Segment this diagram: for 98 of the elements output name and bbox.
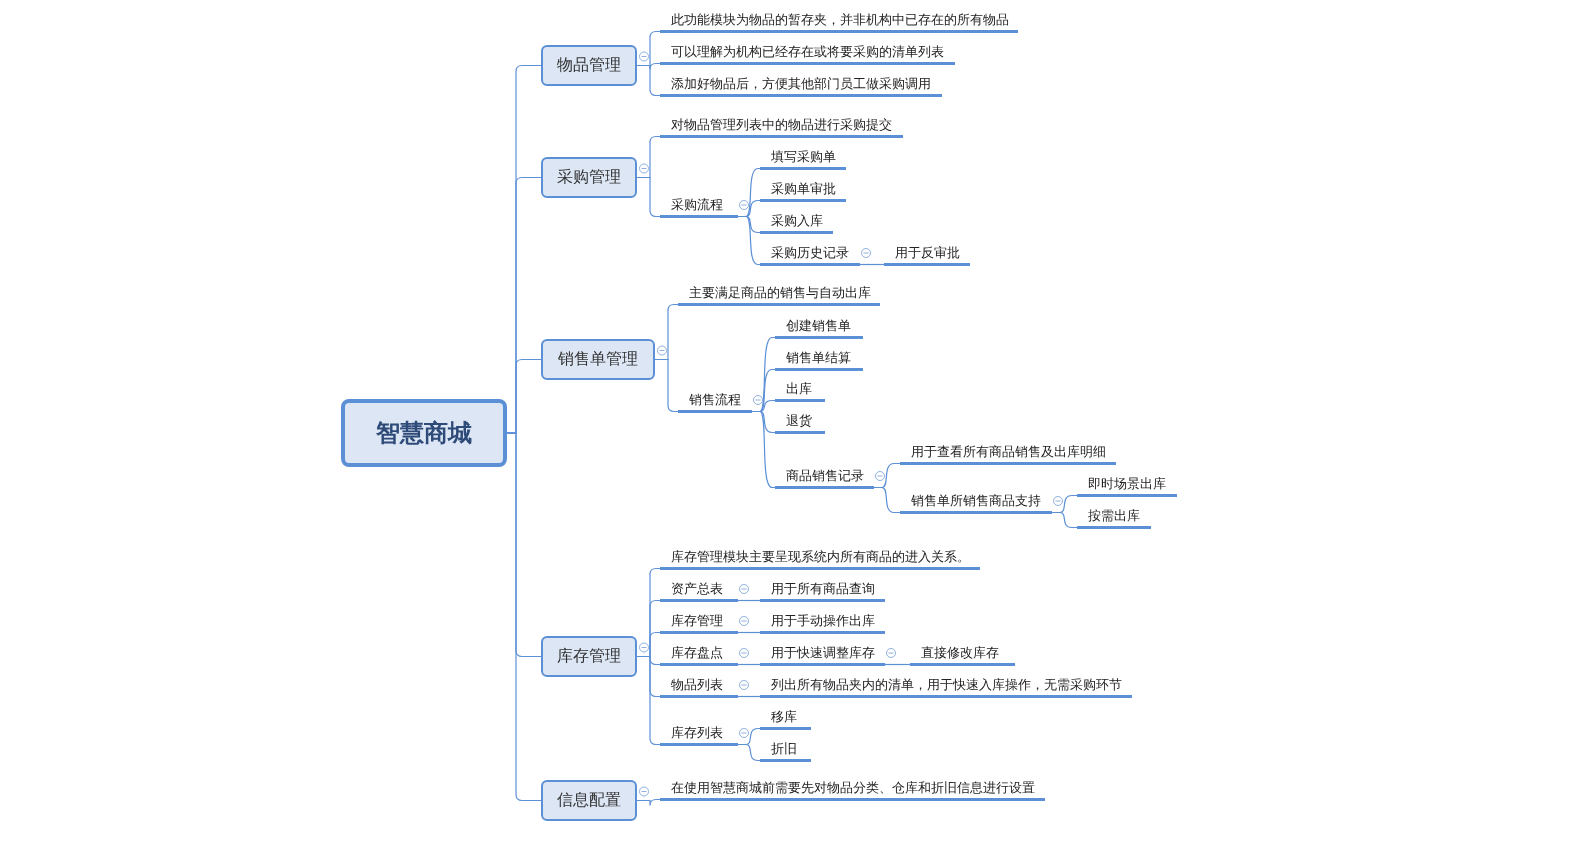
connector-line <box>737 695 761 698</box>
subtopic-underline <box>660 612 738 634</box>
subtopic-underline <box>760 708 811 730</box>
topic-text: 按需出库 <box>1088 508 1140 523</box>
topic-text: 用于查看所有商品销售及出库明细 <box>911 444 1106 459</box>
connector-line <box>859 263 885 266</box>
topic-text: 销售单所销售商品支持 <box>911 493 1041 508</box>
subtopic-underline <box>760 580 885 602</box>
connector-line <box>654 358 679 413</box>
topic-text: 出库 <box>786 381 812 396</box>
main-topic-box <box>541 45 637 86</box>
topic-text: 直接修改库存 <box>921 645 999 660</box>
subtopic-underline <box>760 148 846 170</box>
subtopic-underline <box>1077 507 1151 529</box>
topic-text: 添加好物品后，方便其他部门员工做采购调用 <box>671 76 931 91</box>
subtopic-underline <box>660 11 1018 33</box>
topic-text: 物品列表 <box>671 677 723 692</box>
subtopic-underline <box>1077 475 1177 497</box>
subtopic-underline <box>760 244 860 266</box>
connector-line <box>1051 511 1078 529</box>
connector-line <box>884 663 911 666</box>
topic-text: 采购入库 <box>771 213 823 228</box>
connector-line <box>636 798 661 807</box>
subtopic-underline <box>660 644 738 666</box>
connector-line <box>636 176 661 218</box>
topic-text: 创建销售单 <box>786 318 851 333</box>
topic-text: 智慧商城 <box>376 418 472 449</box>
connector-line <box>636 655 661 746</box>
topic-text: 对物品管理列表中的物品进行采购提交 <box>671 117 892 132</box>
subtopic-underline <box>900 492 1052 514</box>
topic-text: 库存盘点 <box>671 645 723 660</box>
subtopic-underline <box>660 196 738 218</box>
topic-text: 主要满足商品的销售与自动出库 <box>689 285 871 300</box>
subtopic-underline <box>910 644 1015 666</box>
connector-line <box>737 599 761 602</box>
topic-text: 用于快速调整库存 <box>771 645 875 660</box>
subtopic-underline <box>660 43 955 65</box>
subtopic-underline <box>884 244 970 266</box>
topic-text: 退货 <box>786 413 812 428</box>
subtopic-underline <box>678 284 880 306</box>
topic-text: 用于所有商品查询 <box>771 581 875 596</box>
main-topic-box <box>541 780 637 821</box>
topic-text: 列出所有物品夹内的清单，用于快速入库操作，无需采购环节 <box>771 677 1122 692</box>
subtopic-underline <box>775 317 863 339</box>
subtopic-underline <box>775 380 825 402</box>
connector-line <box>737 663 761 666</box>
topic-text: 采购单审批 <box>771 181 836 196</box>
main-topic-box <box>541 636 637 677</box>
topic-text: 采购历史记录 <box>771 245 849 260</box>
connector-line <box>737 743 761 762</box>
subtopic-underline <box>660 724 738 746</box>
subtopic-underline <box>660 676 738 698</box>
topic-text: 用于反审批 <box>895 245 960 260</box>
topic-text: 采购管理 <box>557 167 621 188</box>
subtopic-underline <box>760 676 1132 698</box>
subtopic-underline <box>660 75 942 97</box>
topic-text: 库存管理 <box>557 646 621 667</box>
topic-text: 物品管理 <box>557 55 621 76</box>
connector-line <box>636 64 661 97</box>
topic-text: 销售单管理 <box>558 349 638 370</box>
connector-line <box>737 215 761 266</box>
topic-text: 销售单结算 <box>786 350 851 365</box>
subtopic-underline <box>660 779 1045 801</box>
topic-text: 移库 <box>771 709 797 724</box>
topic-text: 可以理解为机构已经存在或将要采购的清单列表 <box>671 44 944 59</box>
main-topic-box <box>541 157 637 198</box>
topic-text: 填写采购单 <box>771 149 836 164</box>
topic-text: 折旧 <box>771 741 797 756</box>
topic-text: 库存管理 <box>671 613 723 628</box>
topic-text: 销售流程 <box>689 392 741 407</box>
central-topic-box <box>341 399 507 467</box>
connector-line <box>737 631 761 634</box>
topic-text: 库存列表 <box>671 725 723 740</box>
subtopic-underline <box>775 349 863 371</box>
topic-text: 资产总表 <box>671 581 723 596</box>
subtopic-underline <box>660 580 738 602</box>
subtopic-underline <box>660 116 903 138</box>
subtopic-underline <box>678 391 752 413</box>
topic-text: 在使用智慧商城前需要先对物品分类、仓库和折旧信息进行设置 <box>671 780 1035 795</box>
topic-text: 库存管理模块主要呈现系统内所有商品的进入关系。 <box>671 549 970 564</box>
subtopic-underline <box>760 180 846 202</box>
subtopic-underline <box>760 212 833 234</box>
subtopic-underline <box>760 644 885 666</box>
subtopic-underline <box>900 443 1116 465</box>
main-topic-box <box>541 339 655 380</box>
topic-text: 采购流程 <box>671 197 723 212</box>
subtopic-underline <box>775 467 874 489</box>
subtopic-underline <box>775 412 825 434</box>
subtopic-underline <box>660 548 980 570</box>
subtopic-underline <box>760 740 811 762</box>
subtopic-underline <box>760 612 885 634</box>
topic-text: 商品销售记录 <box>786 468 864 483</box>
connector-line <box>751 410 776 489</box>
connector-line <box>873 486 901 514</box>
topic-text: 信息配置 <box>557 790 621 811</box>
topic-text: 此功能模块为物品的暂存夹，并非机构中已存在的所有物品 <box>671 12 1009 27</box>
topic-text: 即时场景出库 <box>1088 476 1166 491</box>
topic-text: 用于手动操作出库 <box>771 613 875 628</box>
